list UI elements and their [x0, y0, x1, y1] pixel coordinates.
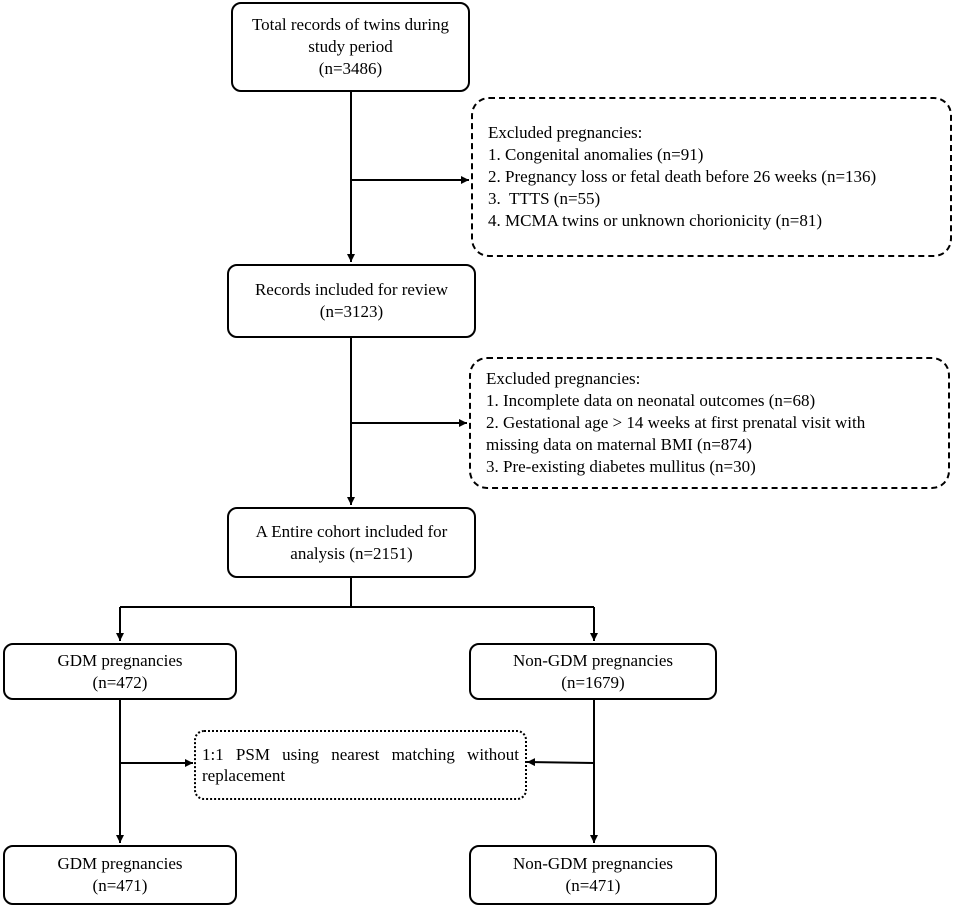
entire-cohort-count: analysis (n=2151) [290, 543, 413, 563]
excluded-2-item-2-cont: missing data on maternal BMI (n=874) [486, 435, 752, 454]
excluded-1-item-2: 2. Pregnancy loss or fetal death before … [488, 167, 877, 186]
psm-matching-box: 1:1 PSM using nearest matching without r… [194, 730, 527, 800]
excluded-1-item-1: 1. Congenital anomalies (n=91) [488, 145, 704, 164]
gdm-pregnancies-before-box: GDM pregnancies (n=472) [3, 643, 237, 700]
arrow-nongdm-to-psm [526, 758, 595, 767]
excluded-pregnancies-box-1: Excluded pregnancies: 1. Congenital anom… [471, 97, 952, 257]
total-records-line-2: study period [308, 37, 393, 56]
records-included-box: Records included for review (n=3123) [227, 264, 476, 338]
excluded-2-item-2: 2. Gestational age > 14 weeks at first p… [486, 413, 866, 432]
excluded-pregnancies-box-2: Excluded pregnancies: 1. Incomplete data… [469, 357, 950, 489]
gdm-before-label: GDM pregnancies [57, 650, 183, 670]
entire-cohort-box: A Entire cohort included for analysis (n… [227, 507, 476, 578]
total-records-count: (n=3486) [318, 59, 383, 78]
entire-cohort-label: A Entire cohort included for [255, 521, 448, 541]
gdm-after-count: (n=471) [92, 876, 148, 895]
records-included-label: Records included for review [254, 280, 449, 299]
total-records-box: Total records of twins during study peri… [231, 2, 470, 92]
excluded-1-heading: Excluded pregnancies: [488, 123, 643, 142]
excluded-1-item-3: 3. TTTS (n=55) [488, 189, 601, 208]
non-gdm-pregnancies-after-box: Non-GDM pregnancies (n=471) [469, 845, 717, 905]
excluded-2-item-3: 3. Pre-existing diabetes mullitus (n=30) [486, 457, 756, 476]
nongdm-before-label: Non-GDM pregnancies [512, 650, 674, 670]
non-gdm-pregnancies-before-box: Non-GDM pregnancies (n=1679) [469, 643, 717, 700]
gdm-pregnancies-after-box: GDM pregnancies (n=471) [3, 845, 237, 905]
gdm-after-label: GDM pregnancies [57, 854, 183, 873]
total-records-line-1: Total records of twins during [251, 15, 450, 34]
nongdm-after-count: (n=471) [565, 876, 621, 895]
excluded-2-item-1: 1. Incomplete data on neonatal outcomes … [486, 391, 816, 410]
nongdm-after-label: Non-GDM pregnancies [512, 854, 674, 873]
psm-line-1: 1:1 PSM using nearest matching without [202, 745, 519, 764]
gdm-before-count: (n=472) [92, 672, 148, 692]
records-included-count: (n=3123) [319, 302, 384, 321]
excluded-2-heading: Excluded pregnancies: [486, 369, 641, 388]
nongdm-before-count: (n=1679) [561, 672, 625, 692]
psm-line-2: replacement [202, 766, 286, 785]
excluded-1-item-4: 4. MCMA twins or unknown chorionicity (n… [488, 211, 822, 230]
